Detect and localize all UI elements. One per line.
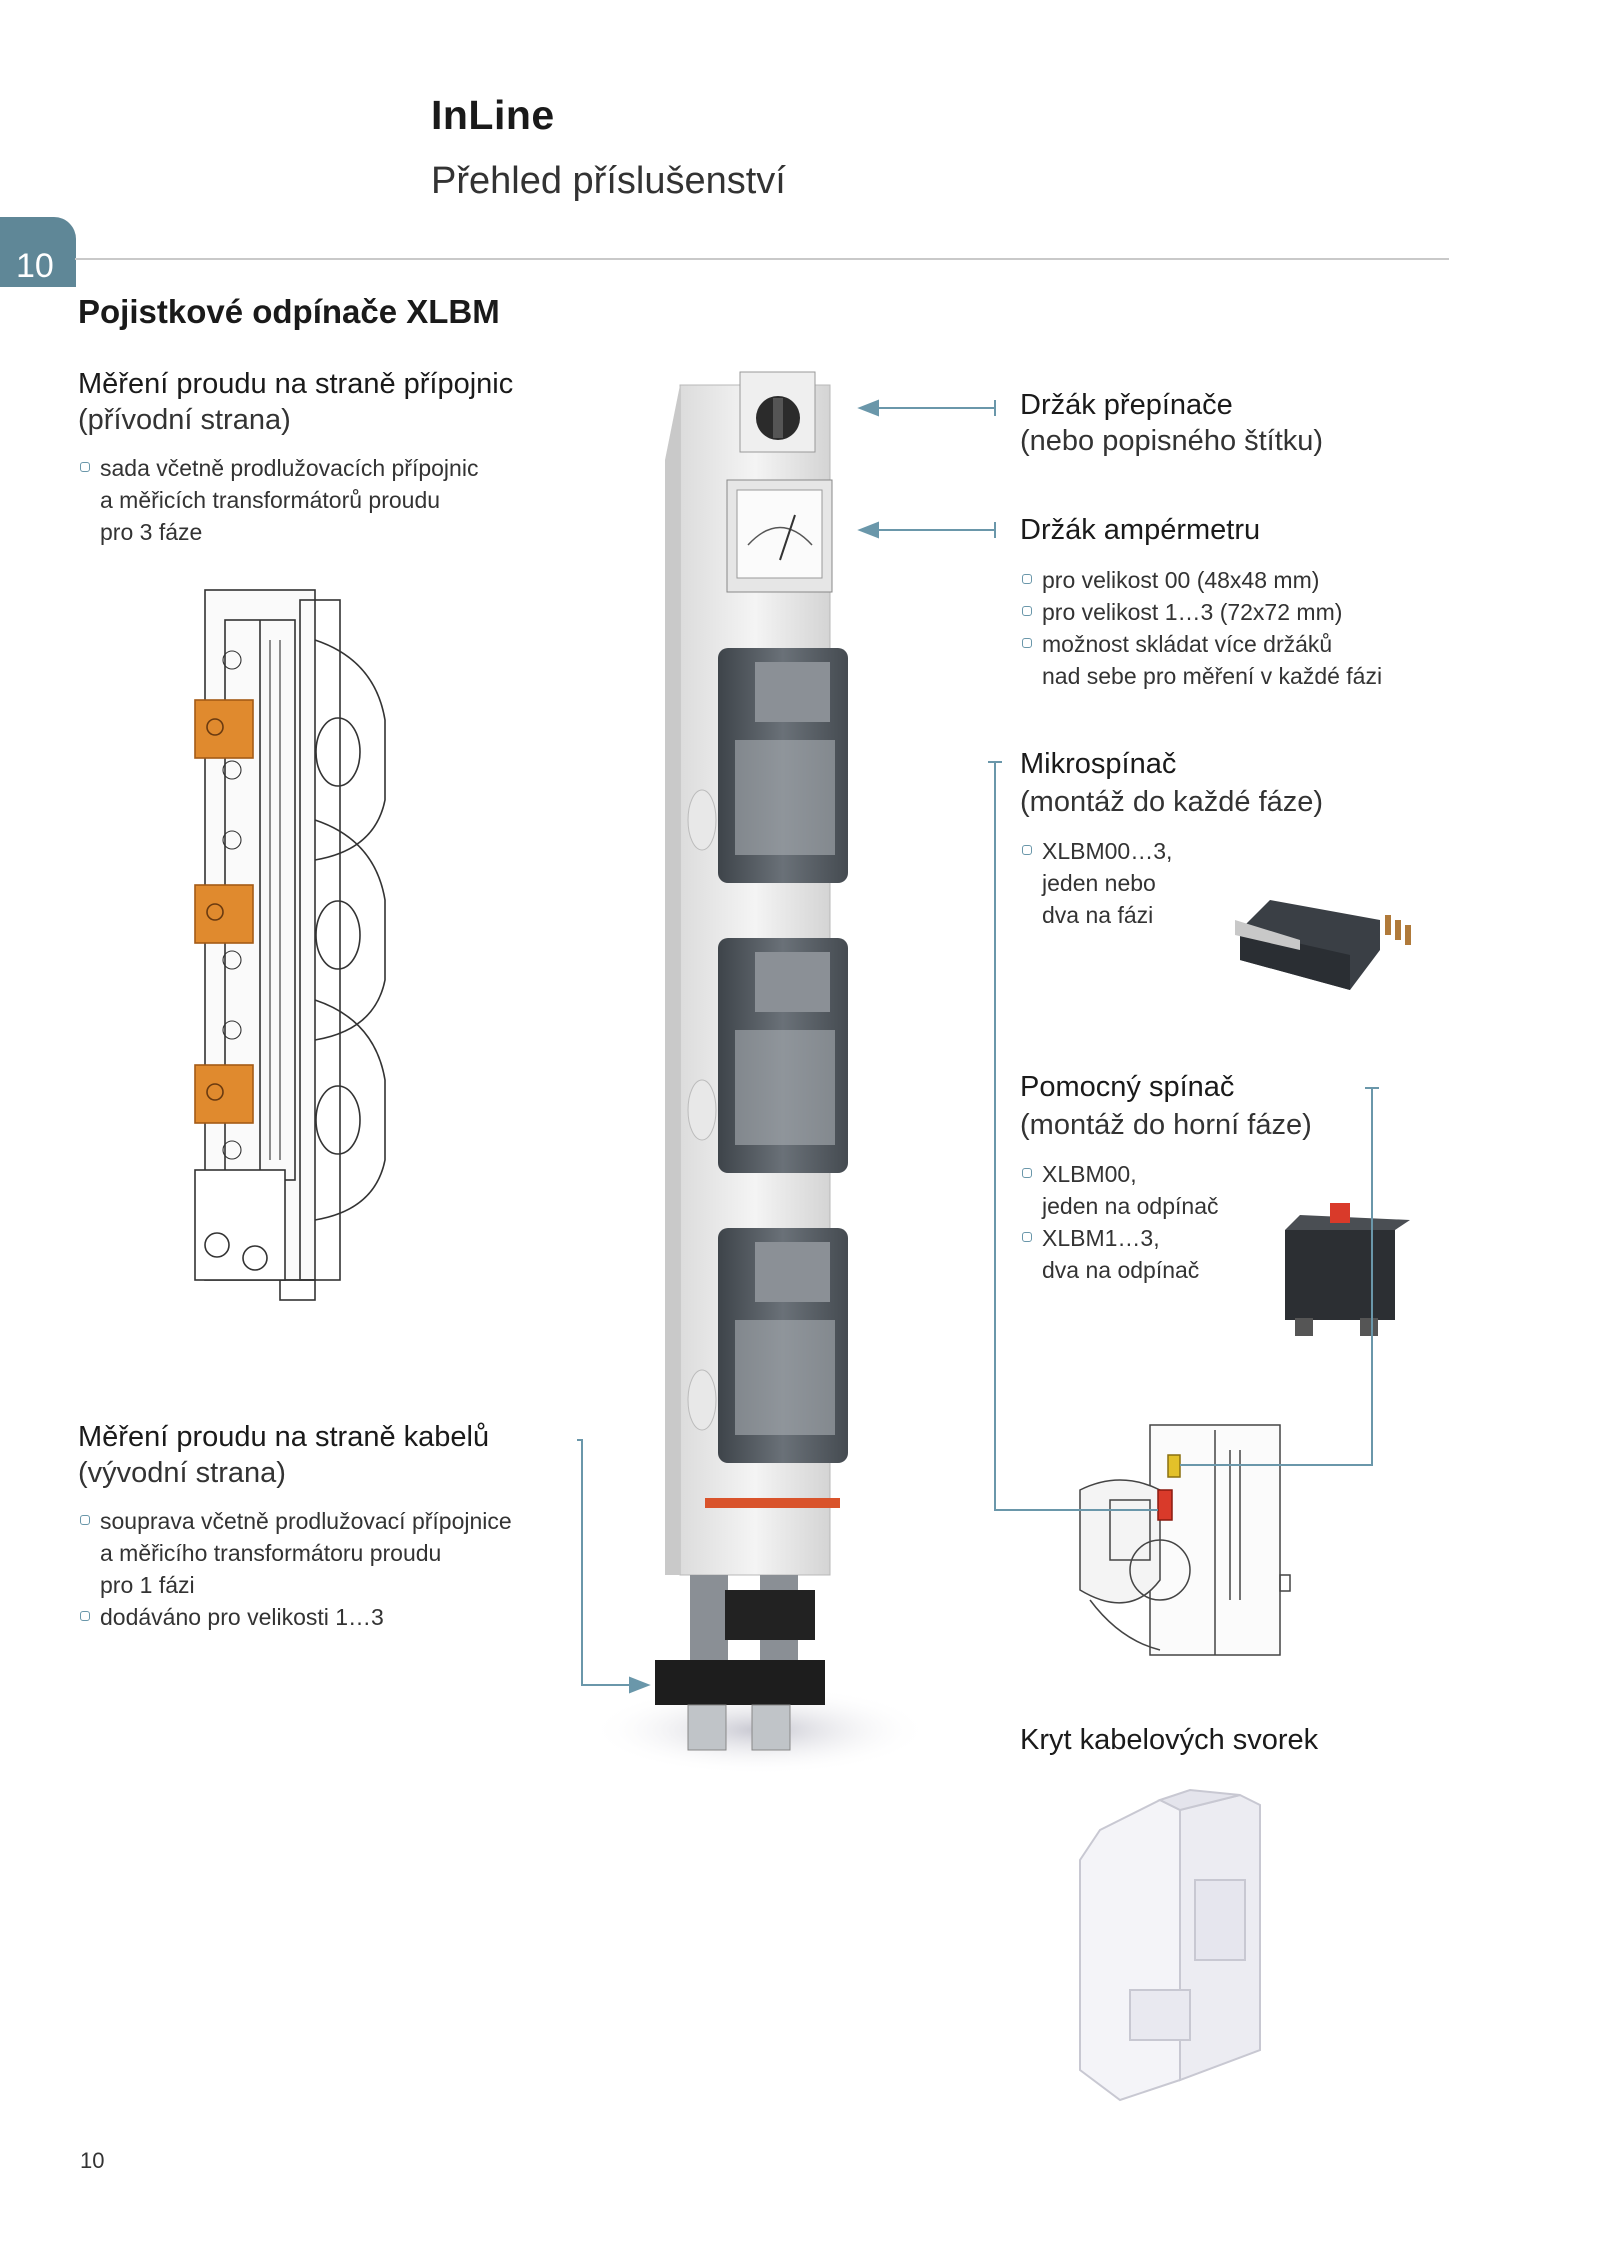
- list-item: XLBM00…3,: [1020, 835, 1520, 867]
- document-subtitle: Přehled příslušenství: [431, 160, 786, 202]
- aux-switch-list: XLBM00, jeden na odpínač XLBM1…3, dva na…: [1020, 1158, 1520, 1286]
- ammeter-holder-heading-line1: Držák ampérmetru: [1020, 514, 1261, 546]
- busbar-measurement-list: sada včetně prodlužovacích přípojnic a m…: [78, 452, 598, 548]
- fuse-switch-disconnector-photo: [590, 371, 930, 1775]
- list-item: dodáváno pro velikosti 1…3: [78, 1601, 618, 1633]
- list-item: nad sebe pro měření v každé fázi: [1042, 663, 1383, 689]
- aux-switch-photo: [1285, 1203, 1410, 1336]
- ammeter-holder-list: pro velikost 00 (48x48 mm) pro velikost …: [1020, 564, 1540, 692]
- switch-holder-block: Držák přepínače (nebo popisného štítku): [1020, 387, 1520, 459]
- cable-cover-heading: Kryt kabelových svorek: [1020, 1724, 1319, 1756]
- switch-mounting-drawing: [1079, 1424, 1291, 1656]
- terminal-cover-photo: [1079, 1788, 1261, 2102]
- ammeter-holder-block: Držák ampérmetru pro velikost 00 (48x48 …: [1020, 512, 1540, 692]
- microswitch-heading: Mikrospínač (montáž do každé fáze): [1020, 745, 1520, 821]
- list-item: pro velikost 1…3 (72x72 mm): [1020, 596, 1540, 628]
- switch-holder-heading-line2: (nebo popisného štítku): [1020, 425, 1324, 457]
- header-divider: [75, 258, 1449, 260]
- busbar-measurement-heading: Měření proudu na straně přípojnic (přívo…: [78, 366, 598, 438]
- document-title: InLine: [431, 92, 555, 138]
- switch-holder-heading-line1: Držák přepínače: [1020, 389, 1233, 421]
- aux-switch-block: Pomocný spínač (montáž do horní fáze) XL…: [1020, 1068, 1520, 1286]
- cable-measurement-heading: Měření proudu na straně kabelů (vývodní …: [78, 1419, 618, 1491]
- chapter-number: 10: [16, 247, 54, 285]
- list-item: XLBM1…3,: [1020, 1222, 1520, 1254]
- microswitch-photo: [1235, 900, 1411, 990]
- microswitch-heading-line2: (montáž do každé fáze): [1020, 786, 1324, 818]
- cable-measurement-heading-line1: Měření proudu na straně kabelů: [78, 1421, 490, 1453]
- busbar-measurement-heading-line2: (přívodní strana): [78, 404, 291, 436]
- microswitch-heading-line1: Mikrospínač: [1020, 748, 1177, 780]
- callout-lines: [577, 399, 1379, 1694]
- list-item: dva na odpínač: [1042, 1257, 1200, 1283]
- busbar-measurement-block: Měření proudu na straně přípojnic (přívo…: [78, 366, 598, 548]
- microswitch-block: Mikrospínač (montáž do každé fáze) XLBM0…: [1020, 745, 1520, 931]
- busbar-measurement-heading-line1: Měření proudu na straně přípojnic: [78, 368, 514, 400]
- list-item: jeden nebo: [1042, 870, 1156, 896]
- section-title: Pojistkové odpínače XLBM: [78, 293, 500, 330]
- aux-switch-heading-line2: (montáž do horní fáze): [1020, 1109, 1312, 1141]
- list-item: a měřicích transformátorů proudu: [100, 487, 441, 513]
- cable-measurement-block: Měření proudu na straně kabelů (vývodní …: [78, 1419, 618, 1633]
- list-item: pro 1 fázi: [100, 1572, 195, 1598]
- list-item: XLBM00,: [1020, 1158, 1520, 1190]
- list-item: dva na fázi: [1042, 902, 1154, 928]
- busbar-measurement-drawing: [194, 589, 386, 1301]
- cable-measurement-heading-line2: (vývodní strana): [78, 1457, 286, 1489]
- cable-measurement-list: souprava včetně prodlužovací přípojnice …: [78, 1505, 618, 1633]
- aux-switch-heading: Pomocný spínač (montáž do horní fáze): [1020, 1068, 1520, 1144]
- chapter-tab: 10: [0, 217, 76, 287]
- page-number: 10: [80, 2148, 105, 2173]
- switch-holder-heading: Držák přepínače (nebo popisného štítku): [1020, 387, 1520, 459]
- ammeter-holder-heading: Držák ampérmetru: [1020, 512, 1540, 548]
- aux-switch-heading-line1: Pomocný spínač: [1020, 1071, 1235, 1103]
- microswitch-list: XLBM00…3, jeden nebo dva na fázi: [1020, 835, 1520, 931]
- list-item: souprava včetně prodlužovací přípojnice: [78, 1505, 618, 1537]
- list-item: pro 3 fáze: [100, 519, 203, 545]
- list-item: pro velikost 00 (48x48 mm): [1020, 564, 1540, 596]
- list-item: jeden na odpínač: [1042, 1193, 1219, 1219]
- list-item: možnost skládat více držáků: [1020, 628, 1540, 660]
- list-item: a měřicího transformátoru proudu: [100, 1540, 442, 1566]
- list-item: sada včetně prodlužovacích přípojnic: [78, 452, 598, 484]
